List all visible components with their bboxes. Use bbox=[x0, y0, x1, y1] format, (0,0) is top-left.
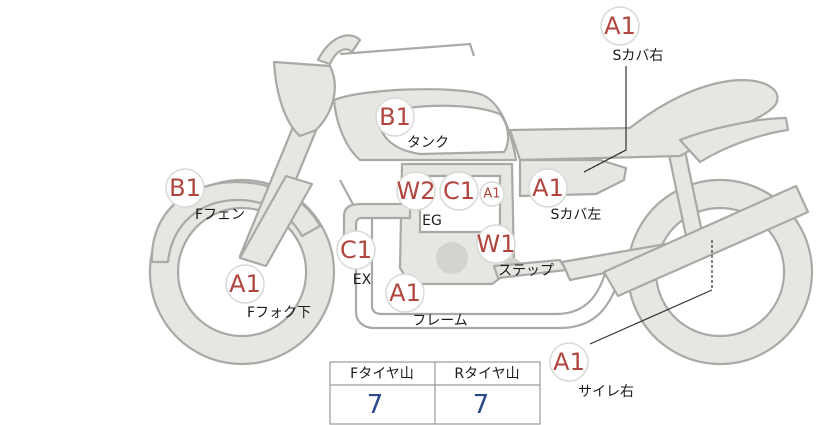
tag-engine-c1[interactable]: C1 EG bbox=[422, 171, 479, 229]
seat bbox=[508, 78, 779, 162]
tag-code: A1 bbox=[532, 174, 564, 202]
tag-code: C1 bbox=[340, 236, 372, 264]
silencer bbox=[602, 184, 810, 298]
rear-tire-header: Rタイヤ山 bbox=[454, 366, 519, 382]
tag-circle bbox=[165, 168, 205, 208]
tag-step[interactable]: W1 ステップ bbox=[476, 224, 555, 279]
handlebar-bar bbox=[339, 42, 476, 57]
tag-f-fork-lower[interactable]: A1 Fフォク下 bbox=[225, 264, 311, 321]
tag-code: A1 bbox=[483, 187, 500, 202]
tag-label: Sカバ右 bbox=[613, 48, 664, 64]
front-tire-header: Fタイヤ山 bbox=[350, 366, 414, 382]
tag-code: W1 bbox=[477, 230, 516, 258]
tag-circle bbox=[385, 273, 425, 313]
rear-tire-value: 7 bbox=[473, 390, 490, 420]
tag-code: B1 bbox=[379, 103, 411, 131]
tag-label: EG bbox=[422, 213, 442, 229]
tag-circle bbox=[479, 181, 505, 207]
tag-circle bbox=[336, 230, 376, 270]
tag-circle bbox=[528, 168, 568, 208]
tag-engine-a1-small[interactable]: A1 bbox=[479, 181, 505, 207]
tag-circle bbox=[439, 171, 479, 211]
tag-circle bbox=[375, 97, 415, 137]
engine-case-cover bbox=[436, 242, 468, 274]
front-tire-value: 7 bbox=[367, 390, 384, 420]
tag-code: C1 bbox=[443, 177, 475, 205]
tag-silencer-right[interactable]: A1 サイレ右 bbox=[549, 342, 634, 400]
rear-tail bbox=[678, 116, 790, 164]
tag-label: タンク bbox=[407, 135, 449, 151]
leader-lines bbox=[583, 66, 713, 345]
tag-code: A1 bbox=[389, 279, 421, 307]
tag-label: サイレ右 bbox=[578, 384, 634, 400]
tag-s-cover-right[interactable]: A1 Sカバ右 bbox=[600, 6, 664, 64]
handlebar bbox=[316, 34, 362, 66]
tag-s-cover-left[interactable]: A1 Sカバ左 bbox=[528, 168, 602, 223]
tag-label: ステップ bbox=[498, 263, 554, 279]
tag-circle bbox=[476, 224, 516, 264]
leader-silencer-right bbox=[589, 289, 713, 345]
tire-tread-table: Fタイヤ山 Rタイヤ山 7 7 bbox=[329, 361, 541, 425]
damage-tags: A1 Sカバ右 B1 タンク B1 Fフェン W2 C1 EG A1 bbox=[165, 6, 664, 400]
tag-label: フレーム bbox=[412, 313, 468, 329]
frame-lower-rail bbox=[370, 214, 608, 316]
tag-f-fender[interactable]: B1 Fフェン bbox=[165, 168, 245, 223]
tag-exhaust[interactable]: C1 EX bbox=[336, 230, 376, 288]
tag-circle bbox=[225, 264, 265, 304]
tag-label: EX bbox=[353, 272, 372, 288]
tag-label: Fフェン bbox=[195, 207, 245, 223]
tag-code: W2 bbox=[397, 177, 436, 205]
tag-code: A1 bbox=[229, 270, 261, 298]
tag-engine-w2[interactable]: W2 bbox=[396, 171, 436, 211]
front-fork-lower bbox=[238, 174, 314, 268]
tag-label: Fフォク下 bbox=[247, 305, 311, 321]
tag-frame[interactable]: A1 フレーム bbox=[385, 273, 468, 329]
tag-circle bbox=[549, 342, 589, 382]
tag-code: B1 bbox=[169, 174, 201, 202]
tag-circle bbox=[600, 6, 640, 46]
tag-tank[interactable]: B1 タンク bbox=[375, 97, 449, 151]
headlight-cowl bbox=[272, 60, 336, 138]
tag-circle bbox=[396, 171, 436, 211]
tag-code: A1 bbox=[604, 12, 636, 40]
tag-code: A1 bbox=[553, 348, 585, 376]
leader-s-cover-right-dash bbox=[583, 149, 627, 173]
step-plate bbox=[492, 258, 568, 280]
tag-label: Sカバ左 bbox=[551, 207, 602, 223]
frame-down-tube bbox=[339, 179, 622, 330]
